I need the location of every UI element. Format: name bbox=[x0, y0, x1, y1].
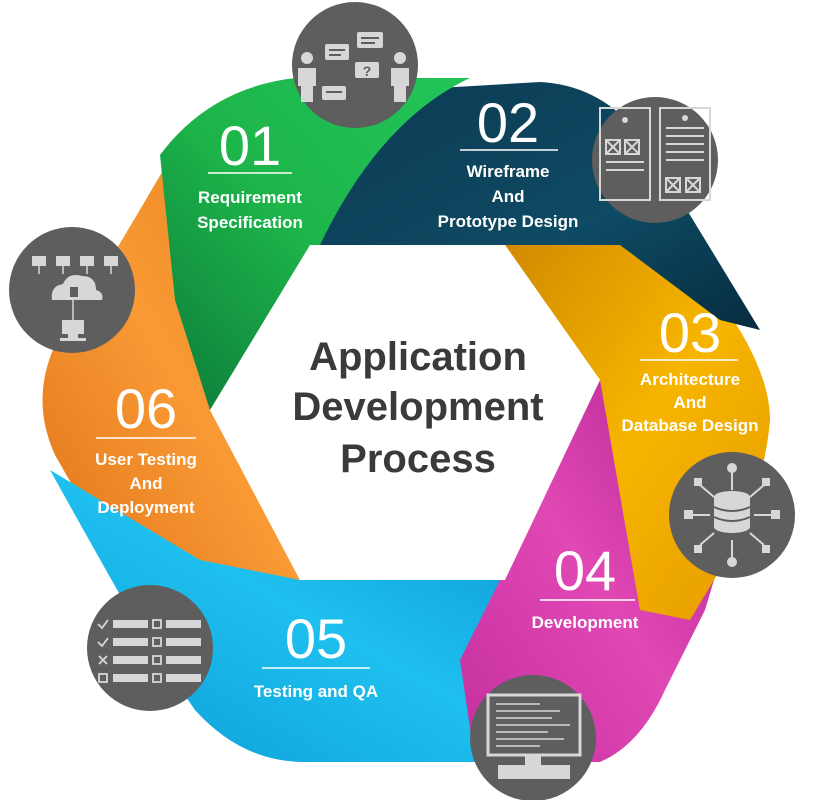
segment-02 bbox=[310, 82, 760, 330]
step-label-line-2: And bbox=[673, 393, 706, 412]
step-02: 02 Wireframe And Prototype Design bbox=[438, 91, 579, 231]
database-network-icon bbox=[669, 452, 795, 578]
step-06: 06 User Testing And Deployment bbox=[95, 377, 197, 517]
step-05: 05 Testing and QA bbox=[254, 607, 378, 701]
segment-05 bbox=[50, 470, 565, 762]
step-number: 05 bbox=[285, 607, 347, 670]
step-number: 04 bbox=[554, 539, 616, 602]
title-line-1: Application bbox=[309, 335, 527, 379]
step-number: 03 bbox=[659, 301, 721, 364]
step-label-line-1: User Testing bbox=[95, 450, 197, 469]
step-number: 02 bbox=[477, 91, 539, 154]
step-label-line-1: Architecture bbox=[640, 370, 740, 389]
segment-01 bbox=[160, 78, 470, 410]
step-label-line-2: And bbox=[491, 187, 524, 206]
step-label-line-2: And bbox=[129, 474, 162, 493]
step-label-line-1: Wireframe bbox=[467, 162, 550, 181]
wireframe-icon bbox=[592, 97, 718, 223]
cloud-network-icon bbox=[9, 227, 135, 353]
code-monitor-icon bbox=[470, 675, 596, 800]
svg-text:?: ? bbox=[363, 63, 372, 79]
step-01: 01 Requirement Specification bbox=[197, 114, 303, 232]
step-label-line-2: Specification bbox=[197, 213, 303, 232]
step-label-line-1: Development bbox=[532, 613, 639, 632]
step-label-line-3: Deployment bbox=[97, 498, 195, 517]
center-hexagon bbox=[210, 245, 600, 580]
conversation-icon: ? bbox=[292, 2, 418, 128]
step-label-line-1: Requirement bbox=[198, 188, 302, 207]
title-line-3: Process bbox=[340, 437, 496, 481]
checklist-icon bbox=[87, 585, 213, 711]
step-04: 04 Development bbox=[532, 539, 639, 632]
step-03: 03 Architecture And Database Design bbox=[622, 301, 759, 435]
step-label-line-1: Testing and QA bbox=[254, 682, 378, 701]
step-number: 06 bbox=[115, 377, 177, 440]
step-number: 01 bbox=[219, 114, 281, 177]
title-line-2: Development bbox=[292, 385, 543, 429]
step-label-line-3: Prototype Design bbox=[438, 212, 579, 231]
step-label-line-3: Database Design bbox=[622, 416, 759, 435]
